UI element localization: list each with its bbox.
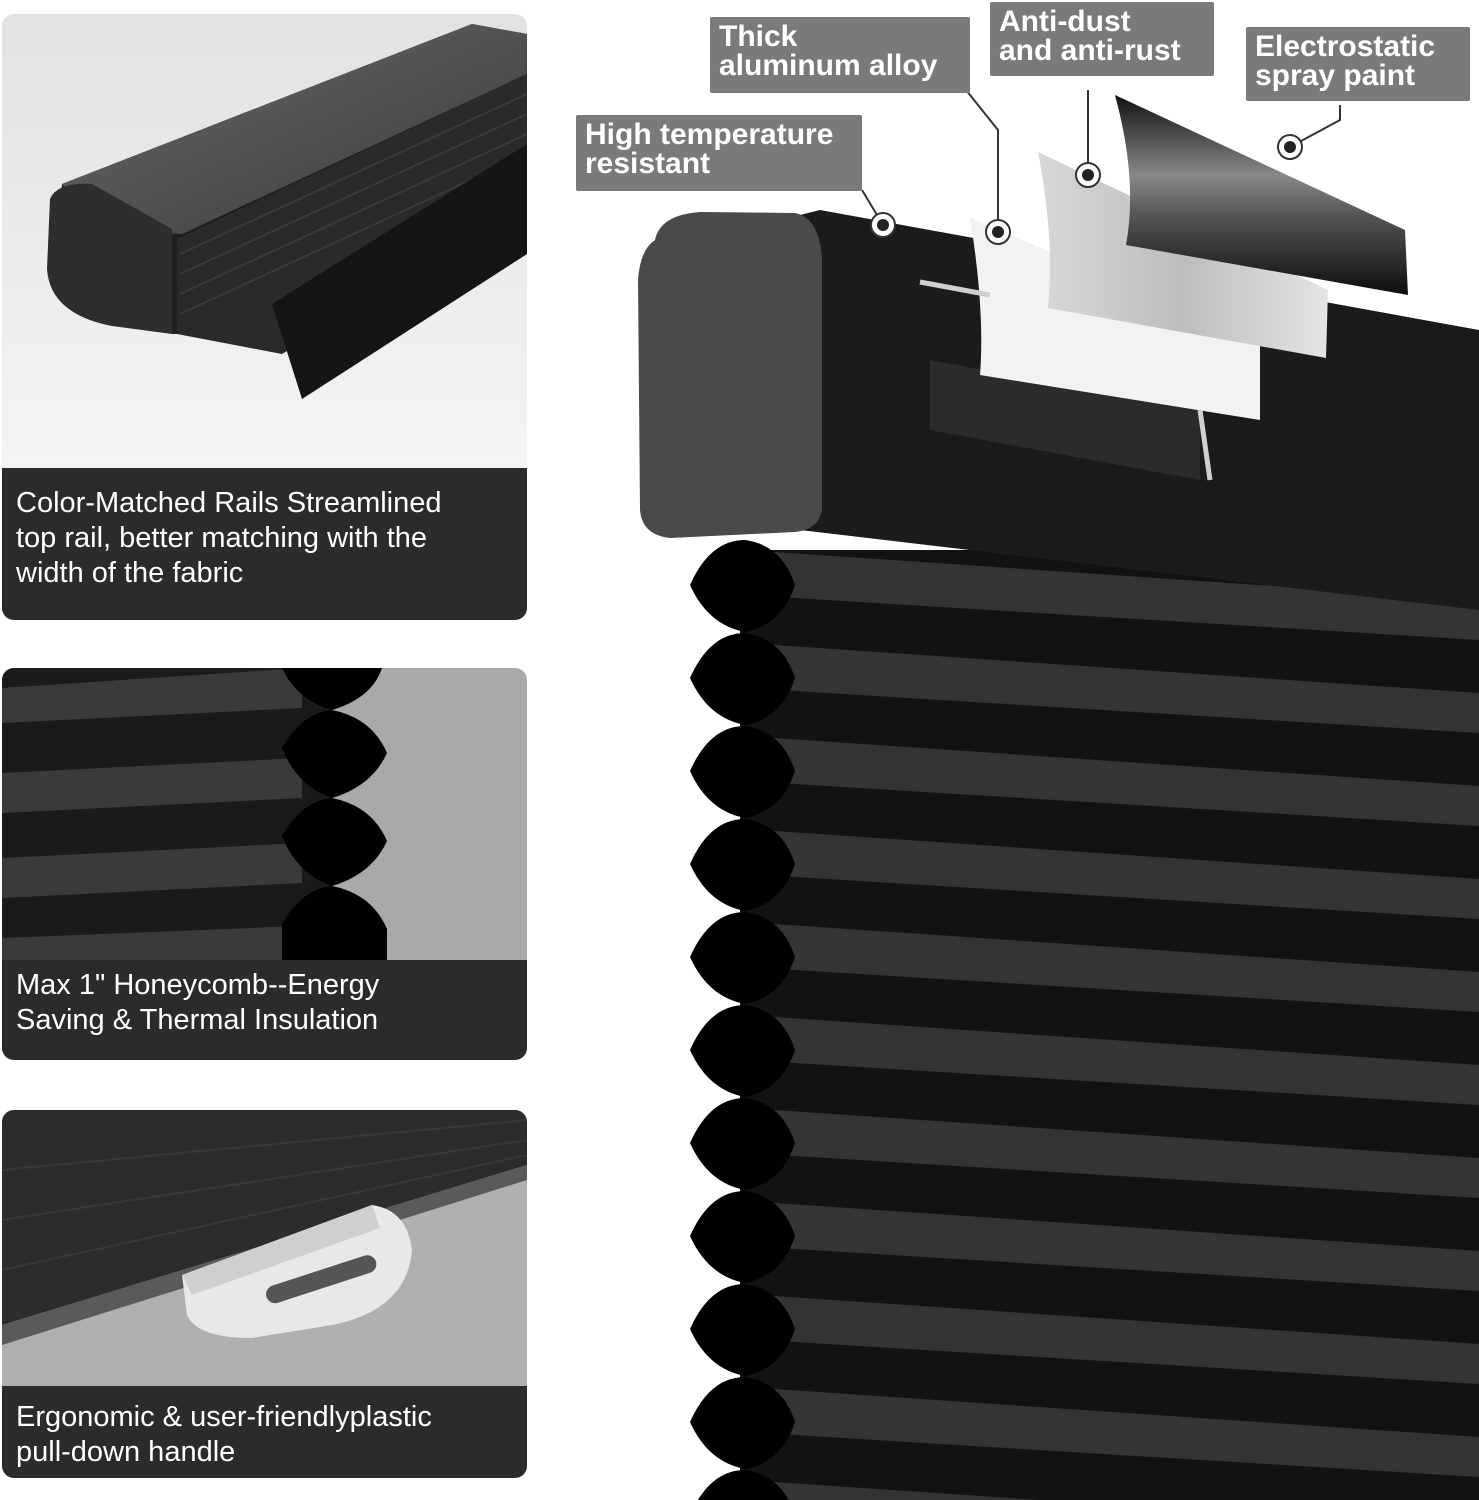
honeycomb-cell [690,540,795,632]
callout-line: Anti-dust [999,5,1131,38]
caption-line: width of the fabric [16,557,244,589]
fabric-pleat [745,643,1479,733]
feature-panel-rail: Color-Matched Rails Streamlined top rail… [2,14,527,620]
fabric-pleat [745,736,1479,826]
honeycomb-cell [697,1470,789,1500]
honeycomb-fabric [690,540,1479,1500]
feature-caption-honeycomb: Max 1" Honeycomb--Energy Saving & Therma… [2,960,527,1060]
fabric-pleat [745,1294,1479,1384]
callout-line: aluminum alloy [719,49,938,82]
fabric-pleat [745,1108,1479,1198]
pull-handle-image [2,1110,527,1386]
callout-line: Electrostatic [1255,30,1436,63]
layer-spray-paint [1115,95,1408,295]
honeycomb-cell [690,819,795,911]
callout-spray-paint: Electrostatic spray paint [1246,27,1470,101]
honeycomb-cell [690,633,795,725]
callout-anti-dust: Anti-dust and anti-rust [990,2,1214,76]
feature-panel-handle: Ergonomic & user-friendlyplastic pull-do… [2,1110,527,1478]
callout-line: Thick [719,20,798,53]
honeycomb-cell [690,1005,795,1097]
honeycomb-cell [690,1098,795,1190]
callout-dot-icon [870,134,1303,245]
callout-line: and anti-rust [999,34,1181,67]
fabric-pleat [745,1387,1479,1477]
honeycomb-cell [690,1377,795,1469]
feature-panel-honeycomb: Max 1" Honeycomb--Energy Saving & Therma… [2,668,527,1060]
end-cap [638,212,822,538]
fabric-pleat [745,922,1479,1012]
callout-line: High temperature [585,118,834,151]
feature-caption-handle: Ergonomic & user-friendlyplastic pull-do… [2,1386,527,1478]
honeycomb-cell [690,1191,795,1283]
fabric-pleat [745,550,1479,640]
callout-thick-aluminum: Thick aluminum alloy [710,17,970,93]
honeycomb-cell [690,1284,795,1376]
caption-line: Color-Matched Rails Streamlined [16,487,442,519]
fabric-pleat [745,829,1479,919]
honeycomb-cells-image [2,668,527,960]
feature-caption-rail: Color-Matched Rails Streamlined top rail… [2,468,527,620]
top-rail-image [2,14,527,468]
callout-high-temperature: High temperature resistant [576,115,862,191]
cellular-shade-image [638,90,1479,1500]
caption-line: top rail, better matching with the [16,522,428,554]
honeycomb-cell [690,726,795,818]
callout-line: spray paint [1255,59,1416,92]
fabric-pleat [745,1015,1479,1105]
fabric-pleat [745,1201,1479,1291]
caption-line: Ergonomic & user-friendlyplastic [16,1401,432,1433]
callout-line: resistant [585,147,711,180]
caption-line: Saving & Thermal Insulation [16,1004,379,1036]
caption-line: pull-down handle [16,1436,236,1468]
caption-line: Max 1" Honeycomb--Energy [16,969,380,1001]
honeycomb-cell [690,912,795,1004]
